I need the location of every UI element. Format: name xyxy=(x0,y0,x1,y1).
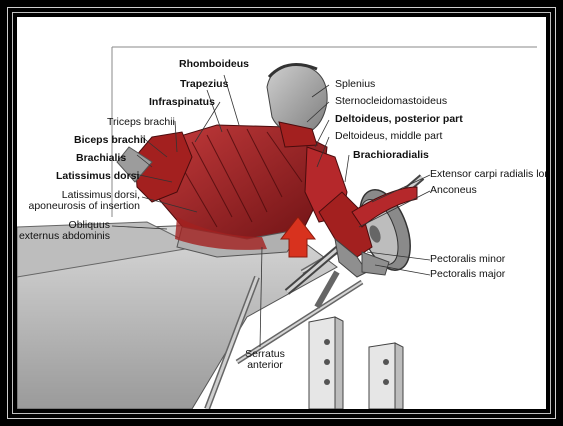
label-serratus-2: anterior xyxy=(247,359,283,371)
anatomy-illustration xyxy=(17,46,537,409)
label-anconeus: Anconeus xyxy=(430,184,477,196)
label-deltoideus-posterior: Deltoideus, posterior part xyxy=(335,113,463,125)
peg xyxy=(324,339,330,345)
label-brachioradialis: Brachioradialis xyxy=(353,149,429,161)
label-latissimus-aponeurosis-1: Latissimus dorsi, xyxy=(61,189,140,201)
upright-right xyxy=(368,342,396,409)
muscle-fibers xyxy=(181,128,303,228)
label-rhomboideus: Rhomboideus xyxy=(179,58,249,70)
brachioradialis-shape xyxy=(351,186,418,228)
label-latissimus-aponeurosis-2: aponeurosis of insertion xyxy=(28,200,141,212)
bench-leg xyxy=(314,270,340,309)
label-splenius: Splenius xyxy=(335,78,376,90)
label-infraspinatus: Infraspinatus xyxy=(149,96,215,108)
label-triceps-brachii: Triceps brachii xyxy=(107,116,175,128)
label-brachialis: Brachialis xyxy=(76,152,127,164)
label-pectoralis-major: Pectoralis major xyxy=(430,268,506,280)
label-trapezius: Trapezius xyxy=(180,78,229,90)
upright-left-side xyxy=(334,316,344,409)
plate-hub xyxy=(369,225,381,243)
neck-muscles xyxy=(278,121,318,148)
peg xyxy=(324,359,330,365)
peg xyxy=(324,379,330,385)
forearm-right xyxy=(334,237,368,278)
up-arrow-icon xyxy=(279,216,317,258)
elbow-left xyxy=(116,146,153,183)
label-obliquus-1: Obliquus xyxy=(68,219,110,231)
outer-frame xyxy=(7,7,556,419)
label-biceps-brachii: Biceps brachii xyxy=(74,134,146,146)
hair xyxy=(267,63,318,79)
peg xyxy=(383,379,389,385)
leader-lines xyxy=(111,74,431,348)
label-pectoralis-minor: Pectoralis minor xyxy=(430,253,506,265)
illustration-canvas: Rhomboideus Trapezius Infraspinatus Tric… xyxy=(17,17,546,409)
label-extensor-carpi: Extensor carpi radialis longus xyxy=(430,168,546,180)
upright-right-side xyxy=(394,342,404,409)
label-deltoideus-middle: Deltoideus, middle part xyxy=(335,130,443,142)
upright-left xyxy=(308,316,336,409)
bench-rail xyxy=(236,281,363,363)
hand-right xyxy=(361,251,390,276)
peg xyxy=(383,359,389,365)
latissimus-region xyxy=(175,217,267,250)
label-serratus-1: Serratus xyxy=(245,348,285,360)
label-obliquus-2: externus abdominis xyxy=(18,230,110,242)
bench-frame xyxy=(205,276,259,409)
inner-frame xyxy=(12,12,551,414)
head xyxy=(266,64,328,136)
label-sternocleidomastoideus: Sternocleidomastoideus xyxy=(335,95,448,107)
label-latissimus-dorsi: Latissimus dorsi xyxy=(56,170,140,182)
